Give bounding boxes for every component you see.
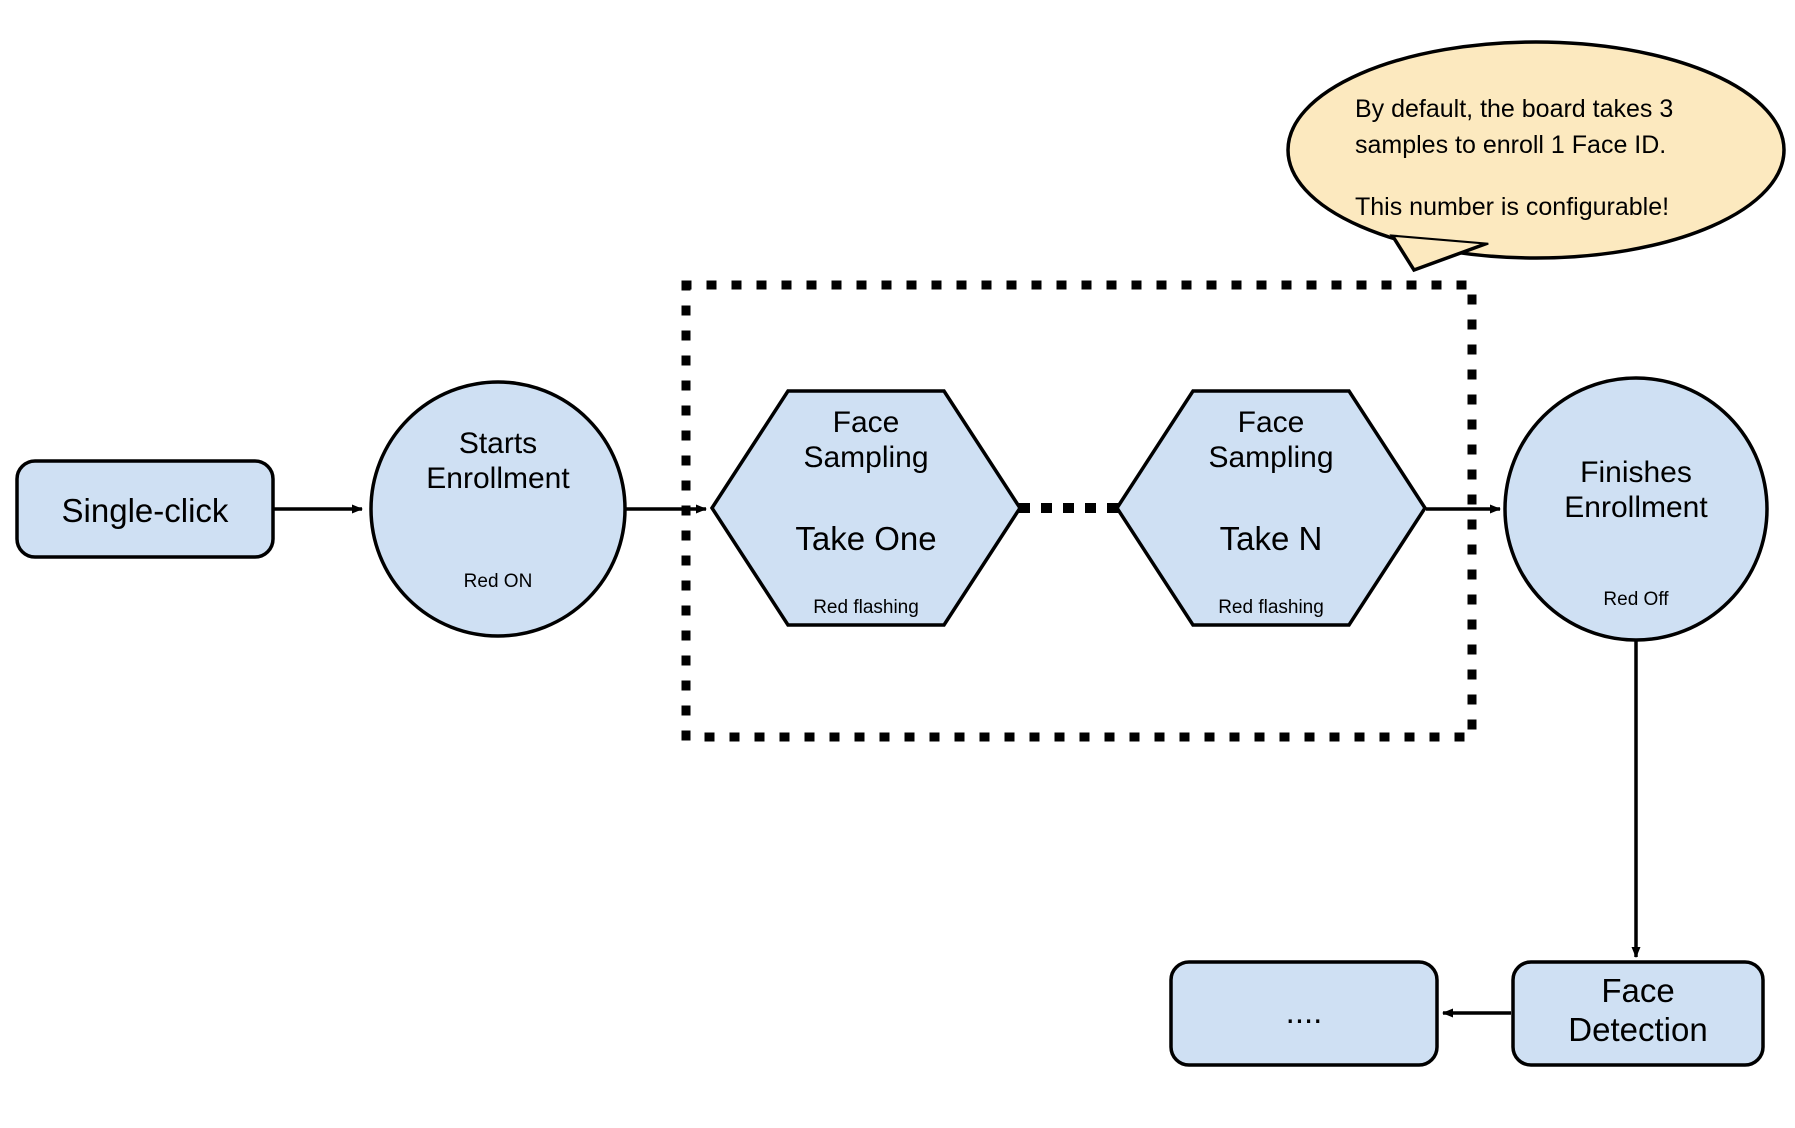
node-face-sampling-n[interactable] — [1114, 389, 1428, 627]
callout-tail — [1388, 232, 1489, 273]
callout-line-3: This number is configurable! — [1355, 193, 1670, 221]
node-single-click[interactable] — [15, 459, 275, 559]
node-ellipsis-box[interactable] — [1169, 960, 1439, 1067]
sampling-loop-group-border — [681, 280, 1477, 742]
node-face-detection[interactable] — [1511, 960, 1765, 1067]
node-face-sampling-one[interactable] — [709, 389, 1023, 627]
callout-tail-mask — [1385, 228, 1493, 243]
node-starts-enrollment[interactable] — [369, 380, 627, 638]
node-finishes-enrollment[interactable] — [1503, 376, 1769, 642]
callout-line-2: samples to enroll 1 Face ID. — [1355, 131, 1667, 159]
callout-bubble — [1286, 40, 1786, 260]
callout-line-1: By default, the board takes 3 — [1355, 95, 1674, 123]
